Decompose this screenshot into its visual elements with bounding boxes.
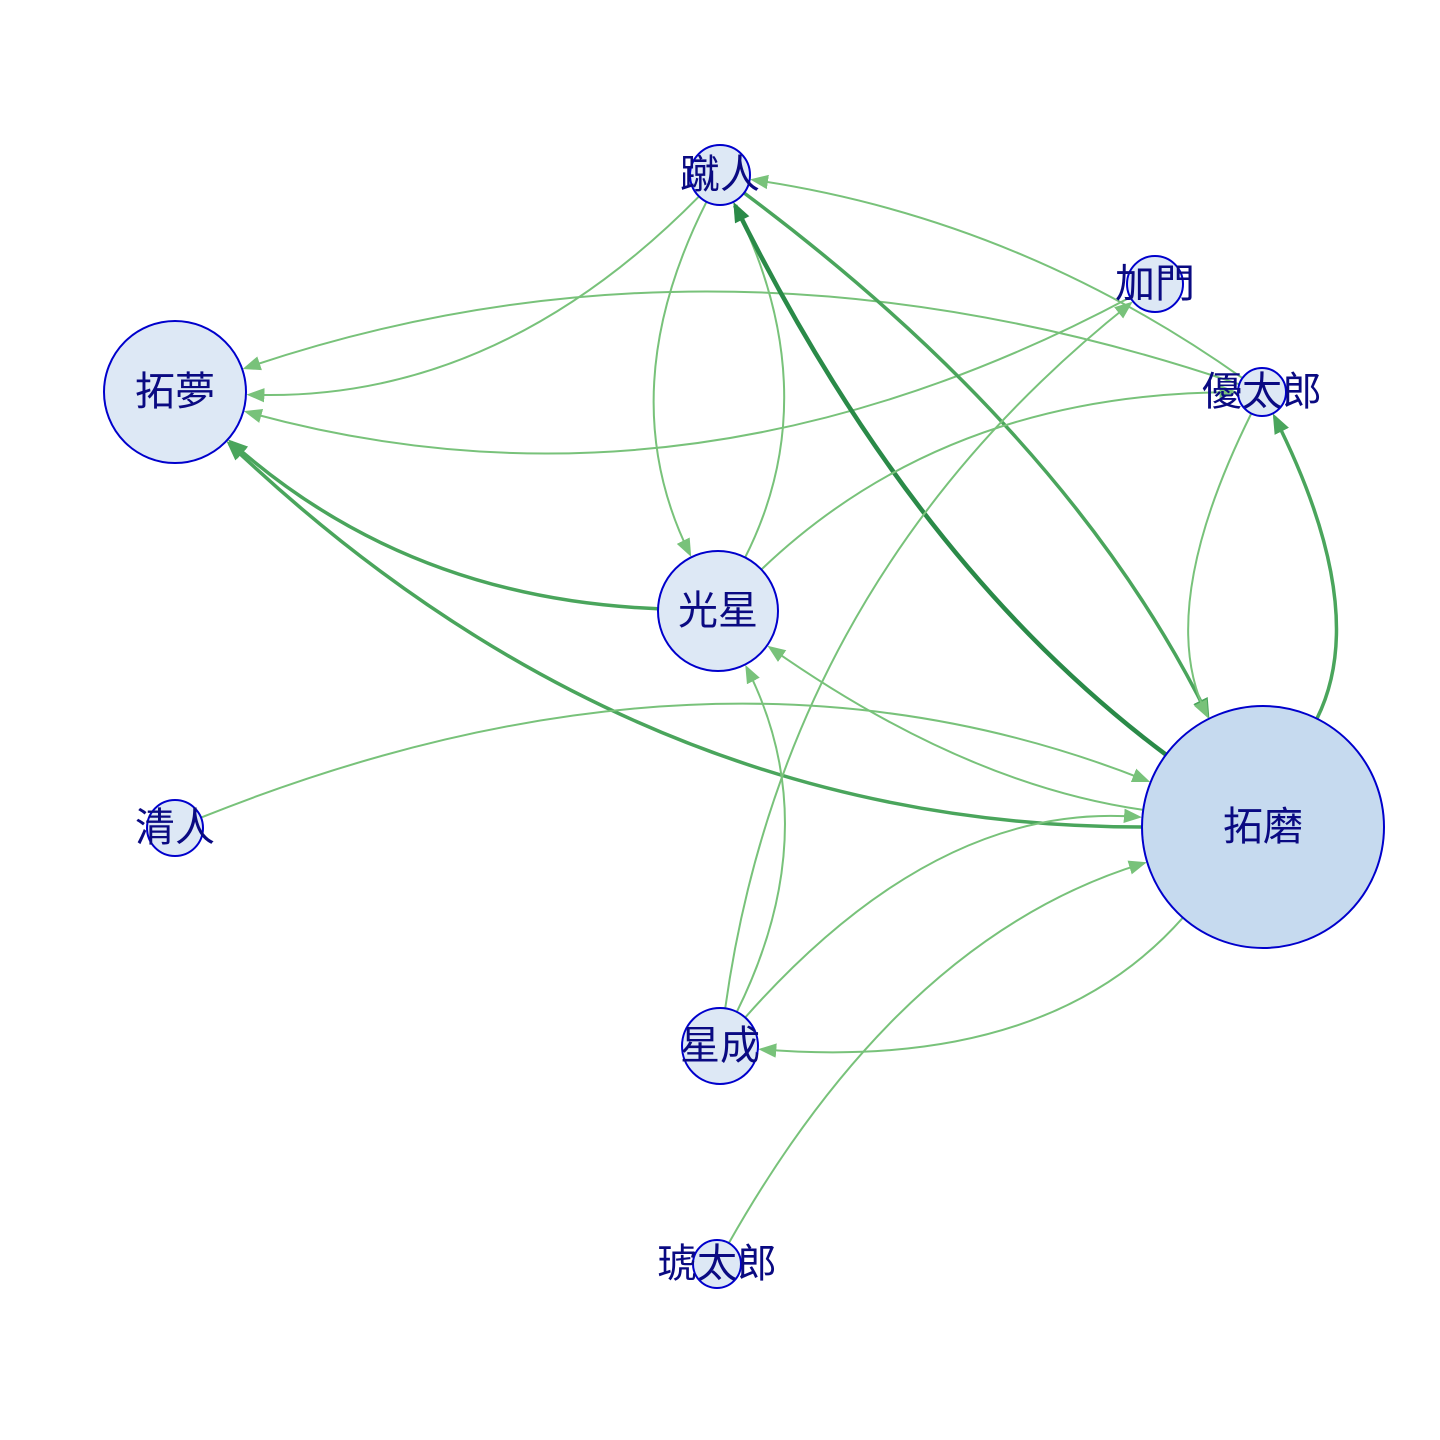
edge-seisei-to-takuma: [744, 808, 1142, 1019]
node-label-yutaro: 優太郎: [1202, 369, 1322, 415]
edge-shuto-to-takumu: [246, 195, 700, 403]
node-yutaro[interactable]: [1237, 367, 1287, 417]
node-label-kosei: 光星: [678, 588, 758, 634]
node-label-takumu: 拓夢: [135, 369, 215, 415]
edge-kosei-to-takumu: [227, 439, 659, 611]
node-takumu[interactable]: [103, 320, 247, 464]
node-shuto[interactable]: [689, 144, 751, 206]
node-label-takuma: 拓磨: [1223, 804, 1303, 850]
edge-kosei-to-shuto: [733, 202, 786, 558]
node-kotaro[interactable]: [692, 1239, 742, 1289]
nodes-layer: [103, 144, 1385, 1289]
edge-takuma-to-seisei: [758, 917, 1184, 1058]
edge-takuma-to-kosei: [767, 645, 1144, 811]
edge-kiyoto-to-takuma: [200, 702, 1151, 819]
node-label-shuto: 蹴人: [680, 152, 760, 198]
edge-shuto-to-kosei: [652, 201, 708, 557]
node-kamon[interactable]: [1126, 255, 1184, 313]
edge-kotaro-to-takuma: [727, 860, 1147, 1244]
edge-yutaro-to-shuto: [750, 174, 1243, 379]
node-kosei[interactable]: [657, 550, 779, 672]
edge-takuma-to-shuto: [733, 201, 1168, 757]
node-seisei[interactable]: [681, 1007, 759, 1085]
edge-takuma-to-yutaro: [1272, 413, 1339, 720]
node-label-kiyoto: 清人: [135, 805, 215, 851]
edge-kamon-to-takumu: [243, 296, 1131, 455]
node-kiyoto[interactable]: [146, 799, 204, 857]
edge-seisei-to-kosei: [735, 664, 786, 1013]
node-takuma[interactable]: [1141, 705, 1385, 949]
edges-layer: [200, 174, 1339, 1244]
node-label-seisei: 星成: [680, 1023, 760, 1069]
edge-takuma-to-takumu: [226, 440, 1143, 829]
edge-yutaro-to-takuma: [1187, 413, 1253, 719]
edge-kosei-to-yutaro: [760, 384, 1238, 571]
edge-seisei-to-kamon: [724, 301, 1133, 1009]
edge-shuto-to-takuma: [742, 191, 1210, 719]
node-label-kotaro: 琥太郎: [657, 1241, 777, 1287]
node-label-kamon: 加門: [1115, 261, 1195, 307]
